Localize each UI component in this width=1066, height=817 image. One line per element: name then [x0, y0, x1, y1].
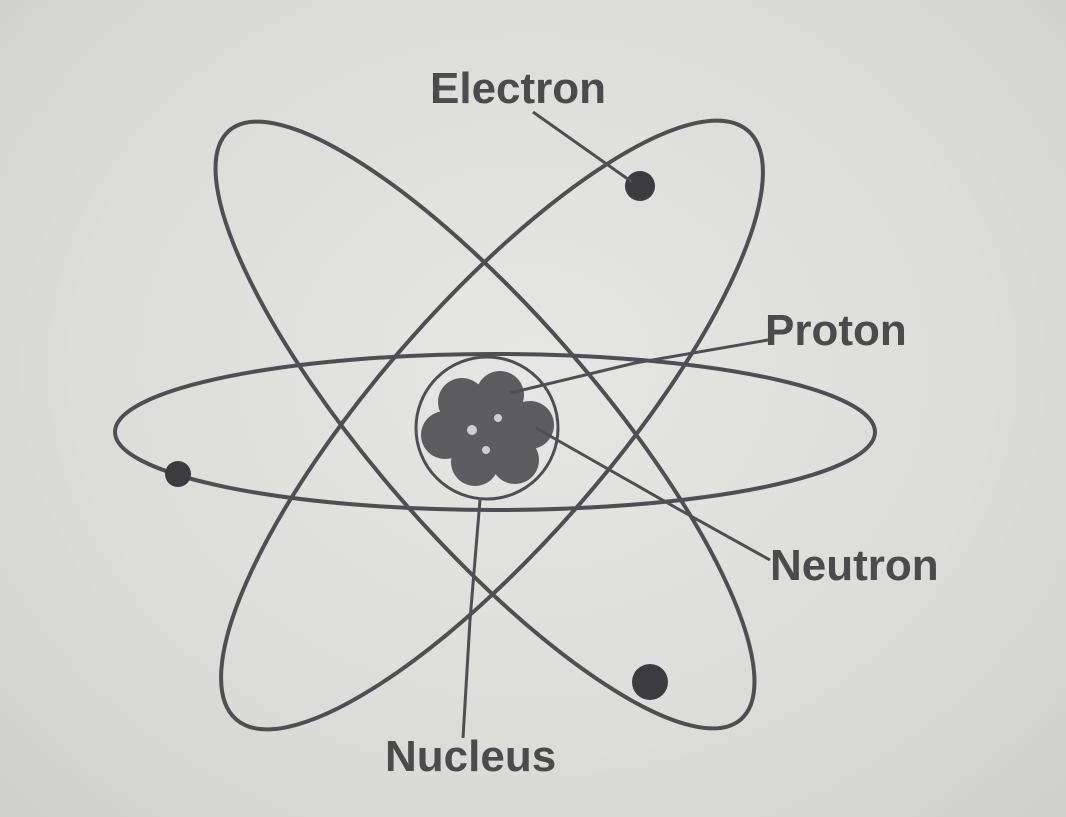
- labels: Electron Proton Neutron Nucleus: [385, 64, 939, 781]
- neutron-leader: [535, 426, 771, 562]
- proton-leader: [509, 338, 769, 395]
- nucleus: [414, 355, 560, 501]
- leader-lines: [461, 110, 771, 739]
- highlight: [467, 425, 477, 435]
- highlight: [482, 446, 490, 454]
- orbit-rising: [219, 118, 765, 732]
- nucleus-outer-ring: [414, 355, 560, 501]
- orbit-falling: [213, 119, 757, 731]
- nucleus-leader: [461, 499, 482, 739]
- proton-label: Proton: [765, 306, 907, 355]
- electron-label: Electron: [430, 64, 606, 113]
- orbits: [113, 118, 877, 732]
- electron-bottom-right: [632, 664, 668, 700]
- nucleus-highlights: [467, 414, 502, 454]
- highlight: [494, 414, 502, 422]
- nucleon: [491, 436, 539, 484]
- neutron-label: Neutron: [770, 541, 939, 590]
- electron-left: [165, 461, 191, 487]
- nucleus-label: Nucleus: [385, 732, 556, 781]
- electron-leader: [532, 110, 633, 184]
- electrons: [165, 171, 668, 700]
- orbit-horizontal: [113, 352, 877, 512]
- electron-top-right: [625, 171, 655, 201]
